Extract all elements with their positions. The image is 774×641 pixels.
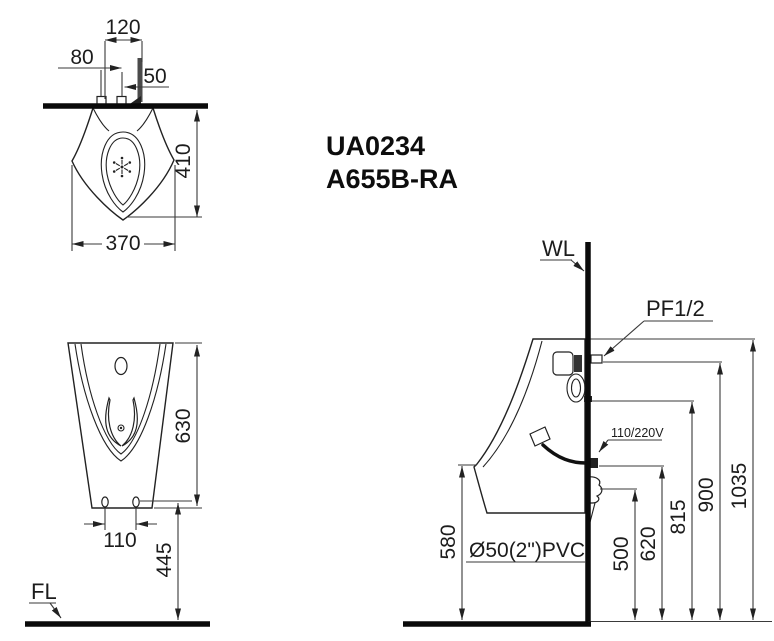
dim-445: 445: [153, 542, 176, 577]
front-drain-dot: [119, 426, 123, 430]
pf12-leader: [603, 320, 645, 357]
title-block: UA0234 A655B-RA: [326, 131, 458, 194]
top-view: 120 80 50 410 370: [43, 16, 208, 255]
side-rim-inner: [482, 340, 543, 468]
fl-leader: [49, 602, 62, 619]
solenoid: [574, 355, 582, 372]
dim-80: 80: [70, 46, 93, 69]
side-body-outline: [473, 338, 586, 514]
top-view-bowl-rim-outer: [100, 131, 146, 213]
drain-spec-label: Ø50(2")PVC: [469, 539, 585, 562]
power-spec-label: 110/220V: [611, 426, 664, 440]
model-code: UA0234: [326, 131, 425, 161]
front-drain-ring: [117, 424, 125, 432]
valve-body: [552, 351, 574, 376]
front-top-hole: [114, 356, 128, 376]
dim-370-mask: [102, 230, 144, 254]
wl-leader: [570, 259, 585, 272]
wall-line-label: WL: [542, 236, 575, 261]
dim-1035: 1035: [728, 463, 751, 510]
dim-630: 630: [172, 408, 195, 443]
front-view: 630 110 445 FL: [25, 342, 210, 627]
variant-code: A655B-RA: [326, 164, 458, 194]
dim-620: 620: [637, 526, 660, 561]
power-connector: [589, 458, 598, 468]
dim-410: 410: [172, 143, 195, 178]
power-cable: [541, 443, 588, 465]
dim-110: 110: [103, 529, 136, 552]
drain-outlet-profile: [587, 476, 603, 504]
dim-120: 120: [105, 16, 140, 39]
top-view-shoulder-left: [92, 107, 110, 132]
inlet-pipe: [137, 58, 143, 102]
dim-370: 370: [105, 232, 140, 255]
hose-loop-inner: [570, 378, 582, 398]
hose-loop-outer: [566, 373, 586, 403]
side-view: WL PF1/2 110/220V Ø50(2")PVC 580 500 620…: [403, 236, 772, 627]
inlet-spec-label: PF1/2: [646, 296, 705, 321]
front-crescent-right: [121, 396, 138, 447]
sensor-window: [529, 426, 551, 447]
front-bowl-outer: [74, 343, 167, 462]
spreader-icon: [112, 156, 132, 178]
dim-815: 815: [667, 499, 690, 534]
sensor-valve-assembly: [552, 351, 603, 403]
power-leader: [598, 439, 609, 453]
floor-line-label: FL: [31, 579, 57, 604]
front-bolt-hole-left: [101, 496, 109, 508]
front-bolt-hole-right: [132, 496, 140, 508]
front-bowl-inner: [80, 343, 161, 455]
dim-50: 50: [143, 65, 166, 88]
dim-500: 500: [610, 536, 633, 571]
top-view-body-outline: [71, 107, 175, 221]
dim-900: 900: [695, 477, 718, 512]
top-view-shoulder-right: [136, 107, 154, 132]
top-view-bowl-rim-inner: [105, 137, 141, 206]
front-crescent-left: [105, 396, 122, 447]
dim-580: 580: [437, 524, 460, 559]
water-inlet-spud: [590, 354, 603, 364]
